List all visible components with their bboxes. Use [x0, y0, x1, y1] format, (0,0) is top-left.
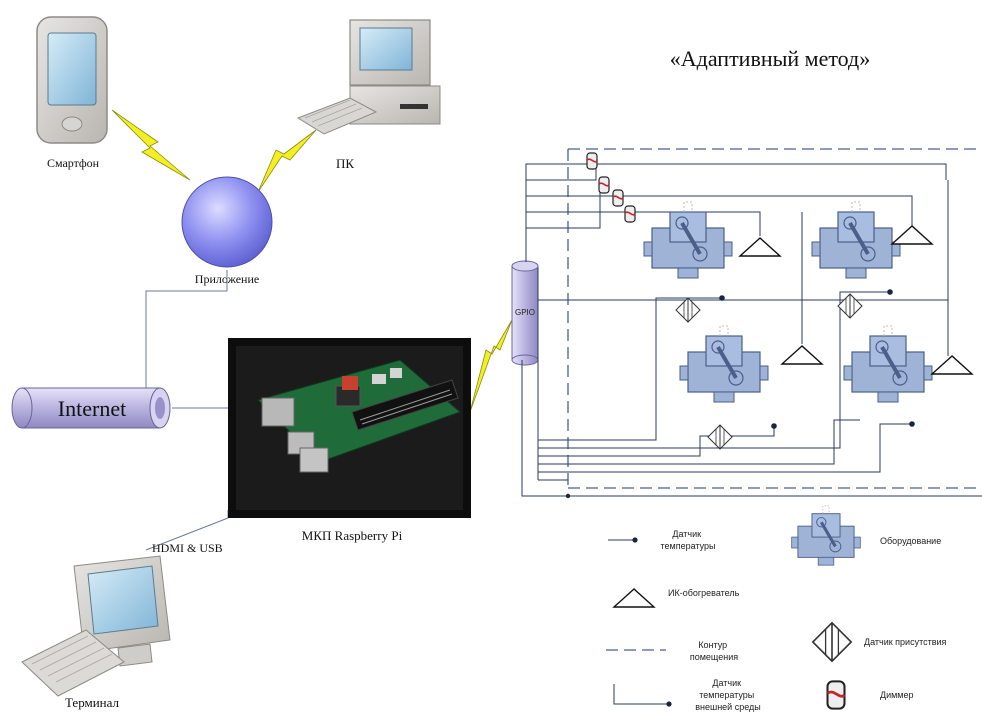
legend-equipment-symbol	[790, 504, 862, 567]
svg-text:Датчик температуры: Датчик температуры внешней среды	[695, 678, 761, 712]
wireless-link-icon	[111, 109, 191, 181]
legend-contour-label: Контур	[698, 640, 727, 650]
equipment-icon	[678, 324, 770, 404]
equipment-icon	[842, 324, 934, 404]
equipment-icon	[810, 200, 902, 280]
legend-dimmer-symbol	[826, 680, 846, 710]
legend-outdoor-temp-label: Датчик	[712, 678, 741, 688]
presence-sensor-icon	[675, 297, 701, 323]
presence-sensor-icon	[837, 293, 863, 319]
internet-pipe-icon	[11, 387, 171, 429]
smartphone-label: Смартфон	[47, 156, 100, 170]
gpio-pipe-icon	[511, 260, 539, 366]
room-contour	[567, 148, 982, 489]
svg-text:Контур помещения: Контур помещения	[690, 640, 738, 662]
presence-sensor-icon	[707, 424, 733, 450]
raspberry-pi-board-image	[228, 338, 471, 518]
legend-ir-heater-label: ИК-обогреватель	[668, 588, 740, 598]
pc-label: ПК	[336, 156, 354, 171]
legend-ir-heater-symbol	[613, 588, 655, 608]
legend-temp-sensor-symbol	[608, 537, 638, 543]
wireless-link-icon	[257, 129, 317, 193]
internet-label: Internet	[58, 396, 126, 421]
smartphone-icon	[36, 16, 108, 144]
dimmer-icon	[624, 205, 636, 223]
equipment-icon	[642, 200, 734, 280]
legend-temp-sensor-label: Датчик	[672, 529, 701, 539]
legend-presence-label: Датчик присутствия	[864, 637, 947, 647]
legend-dimmer-label: Диммер	[880, 690, 914, 700]
svg-text:Датчик температуры: Датчик температуры	[660, 529, 715, 551]
ir-heater-icon	[931, 355, 973, 375]
legend: Датчик температуры Оборудование ИК-обогр…	[606, 504, 947, 712]
temperature-sensor-dots	[565, 289, 915, 499]
legend-equipment-label: Оборудование	[880, 536, 941, 546]
legend-outdoor-temp-label: внешней среды	[695, 702, 761, 712]
dimmer-icon	[586, 152, 598, 170]
terminal-label: Терминал	[65, 695, 120, 710]
ir-heater-icon	[781, 345, 823, 365]
legend-contour-label: помещения	[690, 652, 738, 662]
legend-outdoor-temp-label: температуры	[699, 690, 754, 700]
dimmer-icon	[612, 189, 624, 207]
control-wiring	[521, 163, 982, 497]
wireless-link-icon	[469, 319, 513, 413]
pc-icon	[296, 19, 441, 135]
hdmi-usb-label: HDMI & USB	[152, 541, 223, 555]
ir-heater-icon	[891, 225, 933, 245]
terminal-icon	[21, 555, 171, 697]
dimmer-icon	[598, 176, 610, 194]
board-label: МКП Raspberry Pi	[302, 528, 403, 543]
legend-presence-symbol	[811, 621, 853, 663]
legend-temp-sensor-label: температуры	[660, 541, 715, 551]
diagram-title: «Адаптивный метод»	[670, 46, 871, 71]
gpio-label: GPIO	[515, 308, 535, 317]
app-sphere-icon	[181, 176, 273, 268]
legend-outdoor-temp-symbol	[613, 684, 672, 707]
ir-heater-icon	[739, 237, 781, 257]
